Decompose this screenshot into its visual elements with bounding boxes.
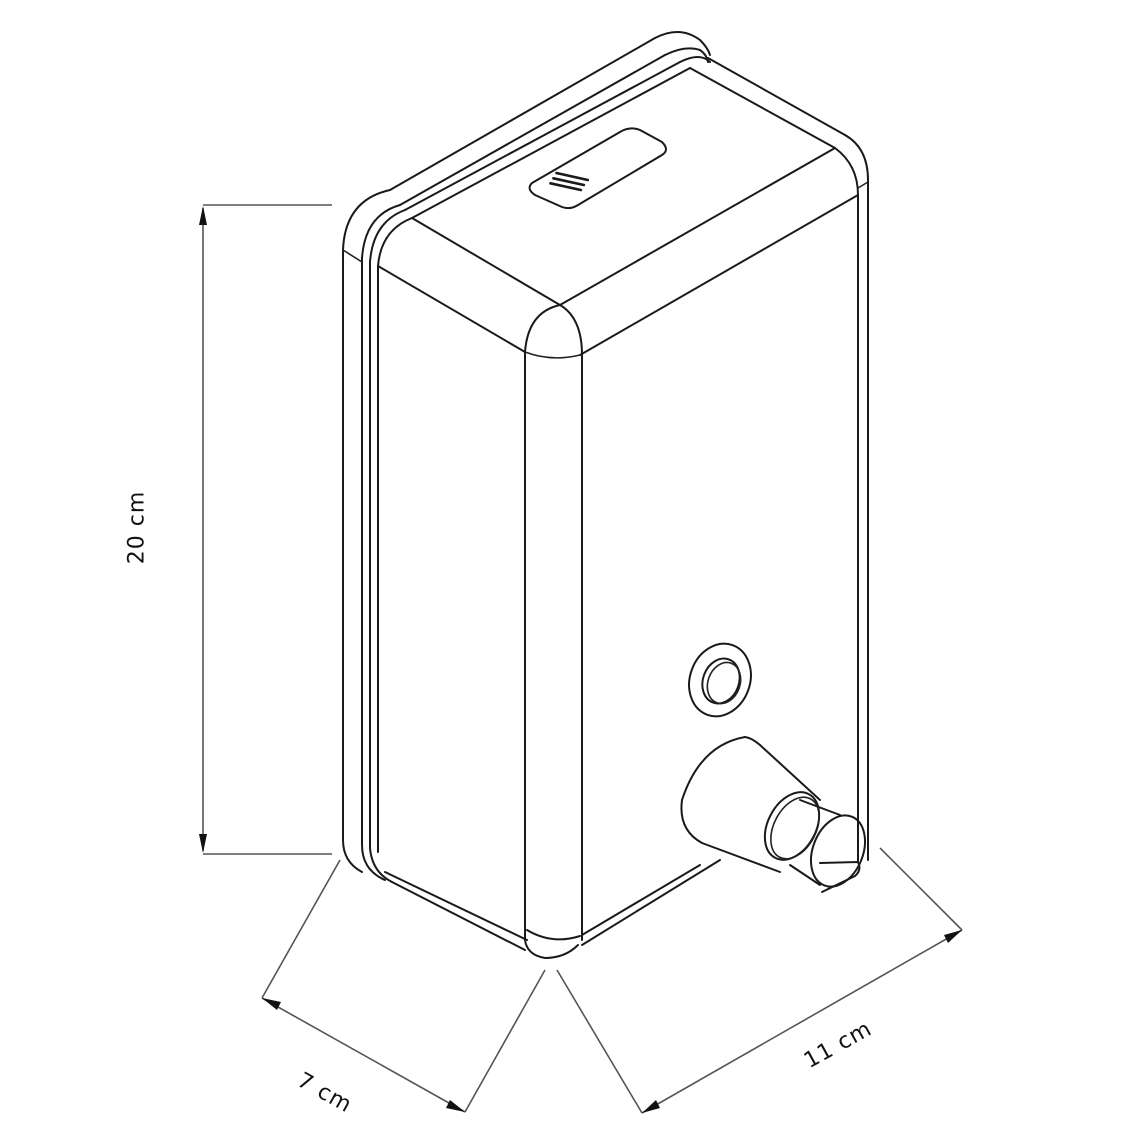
- dimension-width: [556, 847, 963, 1114]
- arrow-down-icon: [199, 834, 207, 853]
- height-label: 20 cm: [124, 490, 150, 565]
- arrow-right-icon: [446, 1100, 465, 1112]
- keyhole-lock: [688, 642, 752, 718]
- dimension-height: [199, 204, 332, 855]
- arrow-left-icon: [642, 1100, 660, 1113]
- pump-nozzle: [680, 736, 867, 888]
- arrow-left-icon: [262, 998, 281, 1010]
- dimension-depth: [261, 859, 546, 1113]
- dispenser-body: [342, 31, 869, 959]
- level-indicator-icon: [549, 171, 590, 192]
- arrow-up-icon: [199, 206, 207, 225]
- arrow-right-icon: [944, 930, 962, 943]
- refill-window: [528, 127, 667, 210]
